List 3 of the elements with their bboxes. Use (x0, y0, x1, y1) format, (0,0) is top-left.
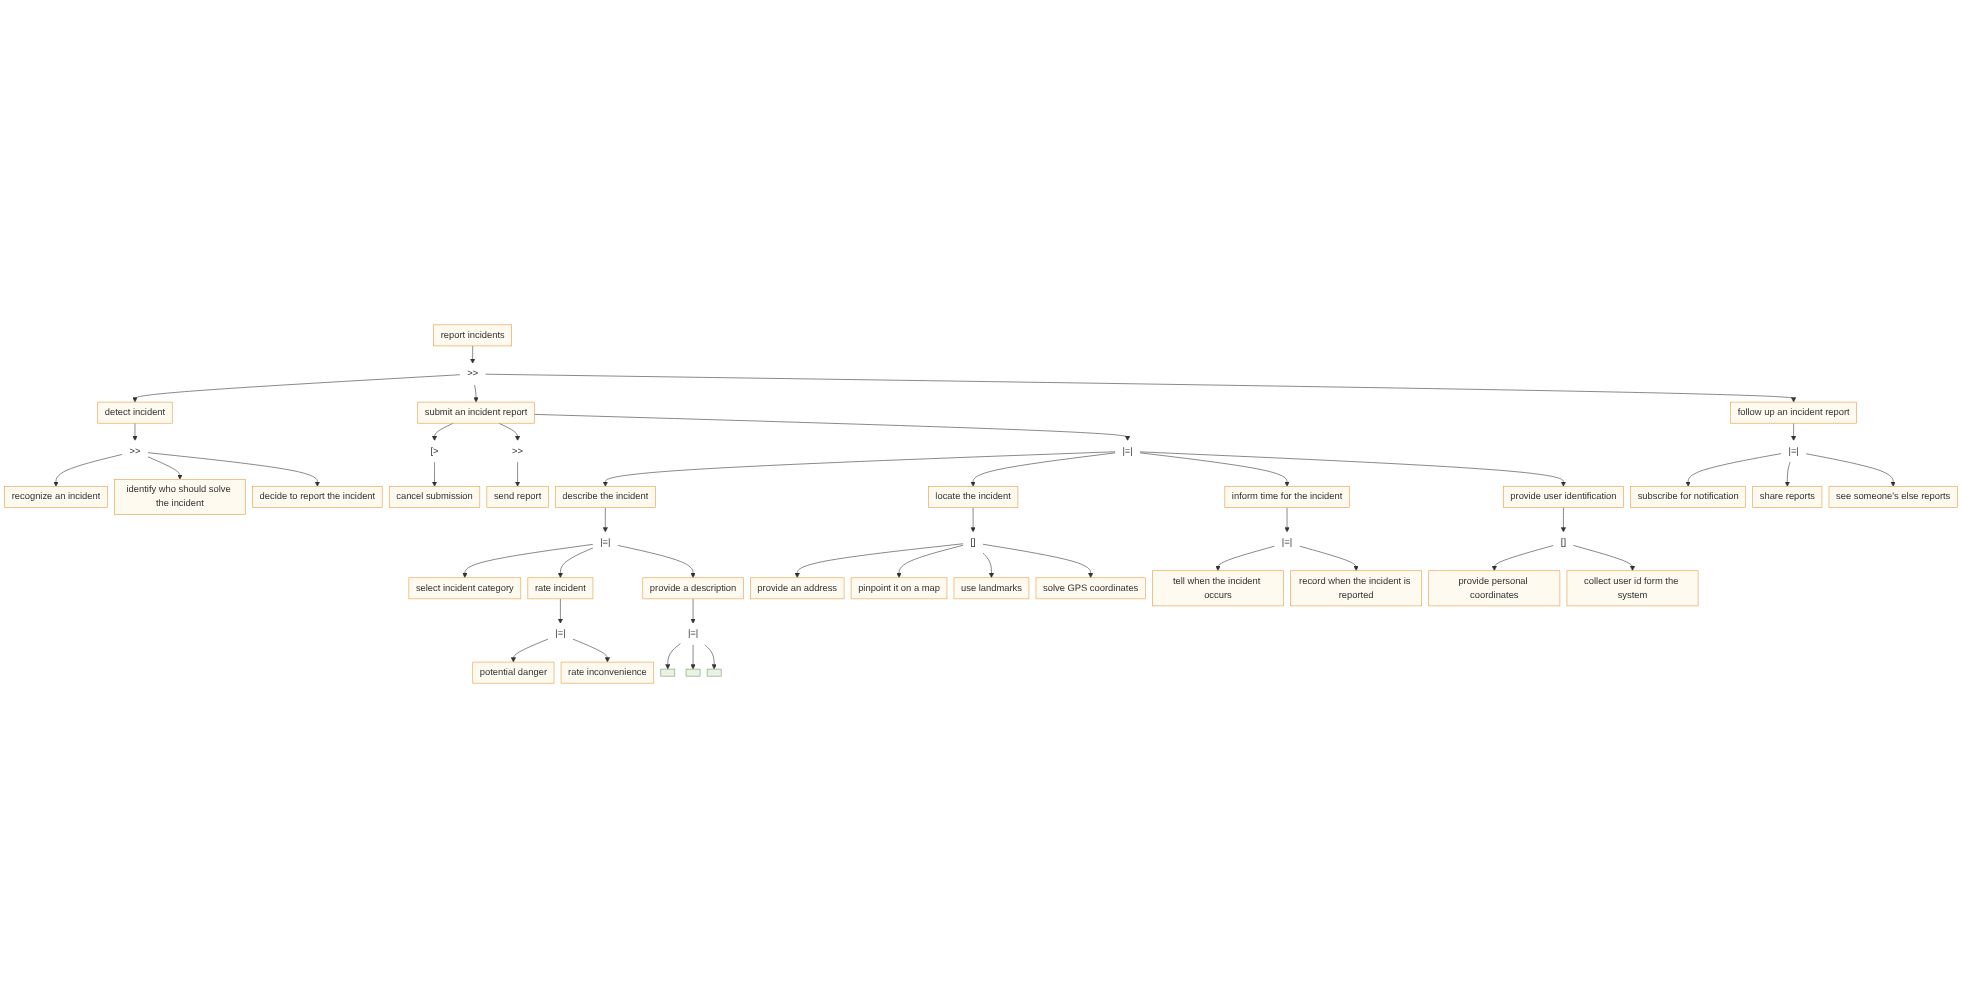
node-box (660, 668, 676, 677)
node-box (685, 668, 701, 677)
node-box (706, 668, 722, 677)
